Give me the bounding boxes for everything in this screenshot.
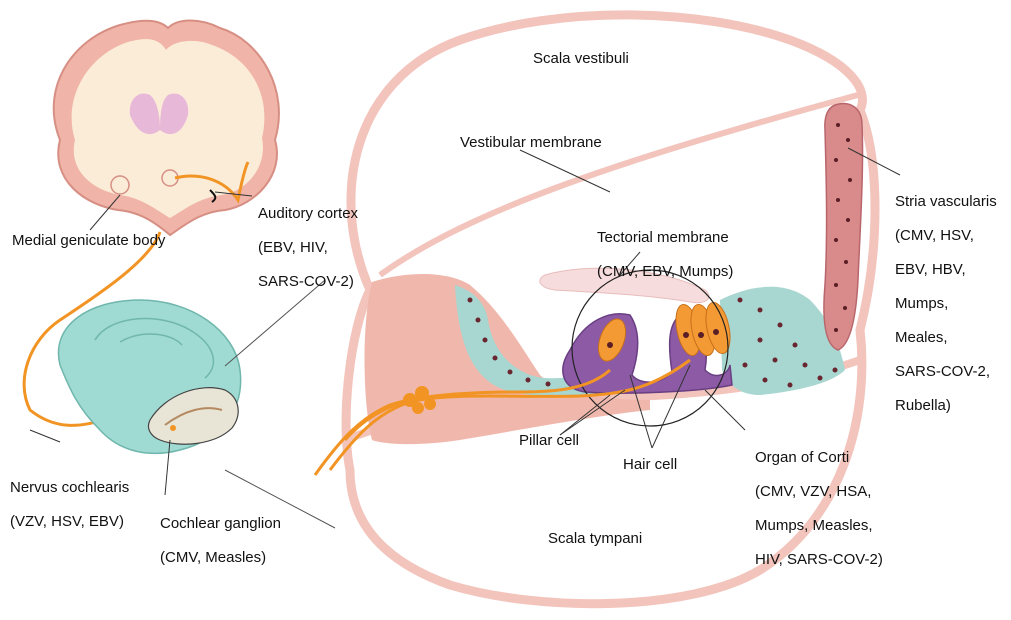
label-cochlear-ganglion: Cochlear ganglion (CMV, Measles): [160, 498, 281, 583]
nervus-line-1: (VZV, HSV, EBV): [10, 513, 129, 530]
corti-line-1: (CMV, VZV, HSA,: [755, 483, 883, 500]
nervus-line-0: Nervus cochlearis: [10, 479, 129, 496]
corti-line-3: HIV, SARS-COV-2): [755, 551, 883, 568]
cochlea-spiral: [58, 300, 240, 453]
stria-line-0: Stria vascularis: [895, 193, 997, 210]
stria-line-5: SARS-COV-2,: [895, 363, 997, 380]
label-scala-vestibuli: Scala vestibuli: [533, 50, 629, 67]
label-auditory-cortex: Auditory cortex (EBV, HIV, SARS-COV-2): [258, 188, 358, 307]
stria-line-1: (CMV, HSV,: [895, 227, 997, 244]
auditory-line-0: Auditory cortex: [258, 205, 358, 222]
label-organ-of-corti: Organ of Corti (CMV, VZV, HSA, Mumps, Me…: [755, 432, 883, 585]
corti-line-2: Mumps, Measles,: [755, 517, 883, 534]
label-stria-vascularis: Stria vascularis (CMV, HSV, EBV, HBV, Mu…: [895, 176, 997, 431]
label-vestibular-membrane: Vestibular membrane: [460, 134, 602, 151]
label-scala-tympani: Scala tympani: [548, 530, 642, 547]
label-hair-cell: Hair cell: [623, 456, 677, 473]
label-pillar-cell: Pillar cell: [519, 432, 579, 449]
hair-cells: [593, 300, 734, 364]
stria-line-3: Mumps,: [895, 295, 997, 312]
tectorial-line-0: Tectorial membrane: [597, 229, 733, 246]
label-tectorial-membrane: Tectorial membrane (CMV, EBV, Mumps): [597, 212, 733, 297]
corti-line-0: Organ of Corti: [755, 449, 883, 466]
ganglion-line-0: Cochlear ganglion: [160, 515, 281, 532]
stria-line-4: Meales,: [895, 329, 997, 346]
stria-vascularis: [824, 104, 863, 350]
stria-line-2: EBV, HBV,: [895, 261, 997, 278]
auditory-line-2: SARS-COV-2): [258, 273, 358, 290]
stria-line-6: Rubella): [895, 397, 997, 414]
brain-coronal-section: [54, 21, 279, 236]
auditory-line-1: (EBV, HIV,: [258, 239, 358, 256]
label-nervus-cochlearis: Nervus cochlearis (VZV, HSV, EBV): [10, 462, 129, 547]
tectorial-line-1: (CMV, EBV, Mumps): [597, 263, 733, 280]
label-medial-geniculate-body: Medial geniculate body: [12, 232, 165, 249]
ganglion-line-1: (CMV, Measles): [160, 549, 281, 566]
